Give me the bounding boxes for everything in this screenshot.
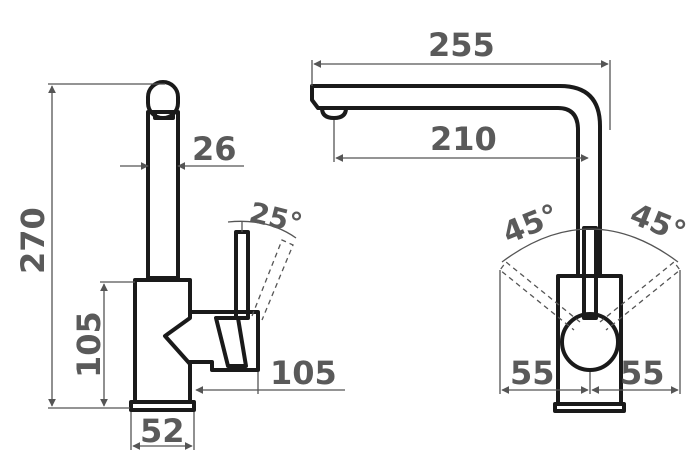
side-handle-joint — [214, 316, 248, 368]
front-view: 45° 45° 255 210 55 55 — [310, 26, 690, 413]
front-handle-disc — [560, 312, 620, 372]
side-lever — [234, 230, 250, 320]
dim-55-right-label: 55 — [620, 354, 665, 392]
side-lever-tilted — [251, 239, 294, 321]
front-base — [553, 402, 626, 413]
side-view: 25° 270 105 26 52 105 — [14, 80, 345, 450]
front-lever — [582, 226, 598, 320]
front-swivel-arc — [501, 228, 679, 263]
front-spout-arm — [310, 84, 602, 278]
side-body — [133, 278, 192, 404]
dim-52-label: 52 — [140, 412, 185, 450]
front-lever-left — [499, 261, 581, 331]
side-base — [129, 400, 196, 412]
side-aerator — [153, 110, 175, 120]
front-aerator — [320, 106, 348, 120]
side-angle-arc — [227, 220, 297, 239]
side-spout-tube — [146, 110, 180, 280]
dim-270-label: 270 — [14, 207, 52, 274]
front-swivel-right-label: 45° — [625, 197, 690, 251]
side-lever-angle-label: 25° — [246, 196, 305, 241]
dim-105h-label: 105 — [270, 354, 337, 392]
front-swivel-left-label: 45° — [498, 198, 564, 252]
dim-105v-label: 105 — [70, 311, 108, 378]
dim-255-label: 255 — [428, 26, 495, 64]
dim-55-left-label: 55 — [510, 354, 555, 392]
dim-210-label: 210 — [430, 120, 497, 158]
side-handle-block — [188, 310, 260, 372]
front-lever-right — [599, 261, 681, 331]
dim-26-label: 26 — [192, 130, 237, 168]
